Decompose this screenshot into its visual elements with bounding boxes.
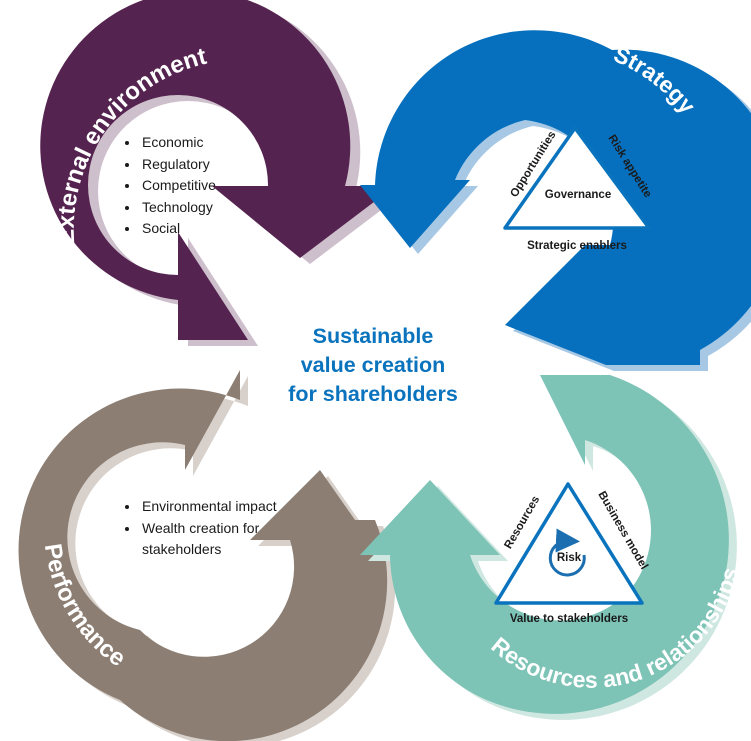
strategy-arc: Strategy Governance Strategic enablers O… — [360, 30, 751, 371]
strategy-triangle — [503, 126, 651, 230]
performance-list: Environmental impact Wealth creation for… — [118, 496, 280, 561]
center-title-line: Sustainable — [312, 324, 434, 348]
list-item: Wealth creation for stakeholders — [140, 518, 280, 561]
list-item: Economic — [140, 132, 216, 154]
external-environment-arc: External environment — [40, 0, 405, 346]
strategy-shape — [360, 30, 751, 365]
external-environment-shape — [40, 0, 395, 340]
risk-cycle-icon — [548, 528, 586, 577]
strategic-enablers-label: Strategic enablers — [527, 240, 627, 252]
list-item: Environmental impact — [140, 496, 280, 518]
list-item: Social — [140, 218, 216, 240]
resources-relationships-arc: Resources and relationships Risk Value t… — [360, 375, 743, 720]
list-item: Competitive — [140, 175, 216, 197]
resources-relationships-shape — [360, 375, 729, 714]
center-title-line: for shareholders — [288, 382, 458, 406]
risk-label: Risk — [557, 552, 582, 564]
list-item: Technology — [140, 197, 216, 219]
resources-triangle — [494, 482, 644, 605]
governance-label: Governance — [545, 189, 611, 201]
performance-shape — [18, 370, 388, 741]
value-to-stakeholders-label: Value to stakeholders — [510, 613, 628, 625]
list-item: Regulatory — [140, 154, 216, 176]
external-environment-list: Economic Regulatory Competitive Technolo… — [118, 132, 216, 240]
center-title-line: value creation — [300, 353, 446, 377]
center-title: Sustainable value creation for sharehold… — [258, 322, 488, 409]
